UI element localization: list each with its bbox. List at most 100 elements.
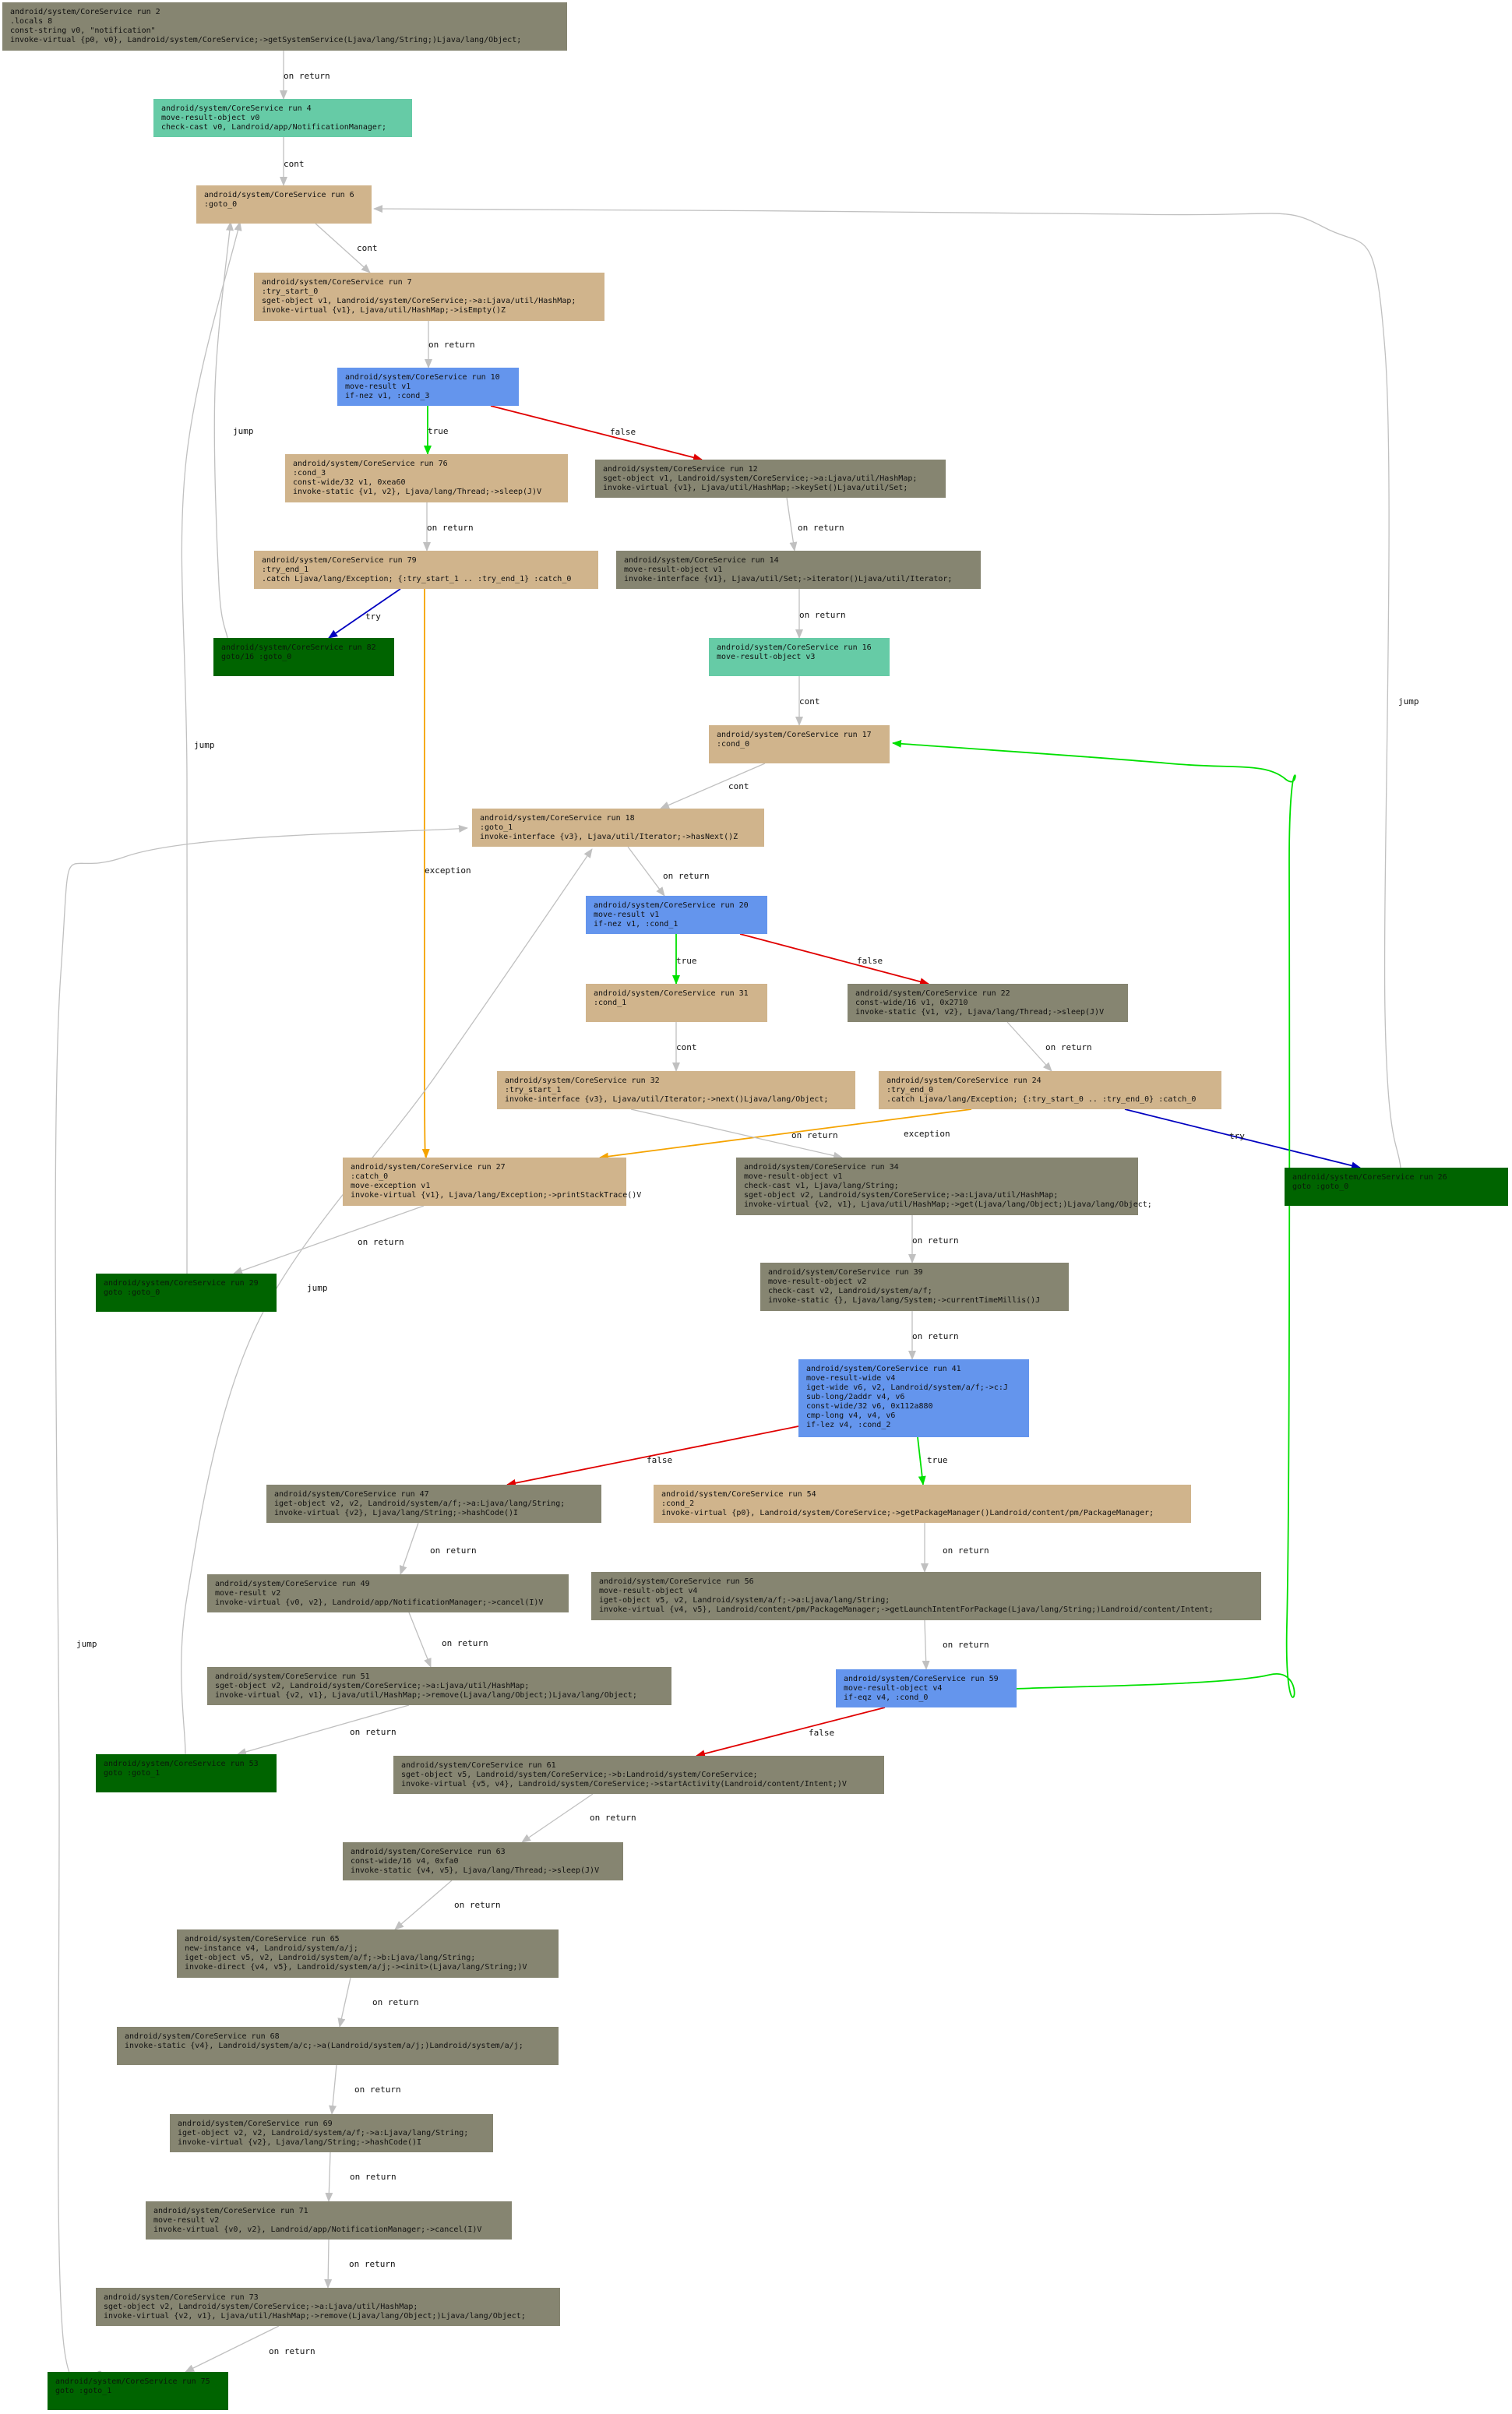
edge-n24-n26	[1124, 1108, 1361, 1170]
edge-label: jump	[307, 1283, 328, 1293]
node-code-line: iget-wide v6, v2, Landroid/system/a/f;->…	[806, 1383, 1008, 1392]
node-code-line: move-exception v1	[351, 1182, 431, 1190]
edge-label: on return	[350, 2172, 397, 2182]
node-code-line: const-string v0, "notification"	[10, 26, 156, 35]
node-code-line: iget-object v2, v2, Landroid/system/a/f;…	[178, 2129, 469, 2137]
edge-label: cont	[284, 159, 305, 169]
node-code-line: android/system/CoreService run 6	[204, 191, 354, 199]
node-code-line: check-cast v1, Ljava/lang/String;	[744, 1182, 899, 1190]
node-code-line: move-result-object v1	[624, 566, 723, 574]
node-code-line: :goto_1	[480, 823, 513, 832]
node-code-line: move-result-object v4	[599, 1587, 698, 1595]
node-code-line: move-result-object v4	[844, 1684, 943, 1693]
edge-n56-n59	[922, 1619, 930, 1670]
node-code-line: invoke-static {}, Ljava/lang/System;->cu…	[768, 1296, 1041, 1305]
node-code-line: android/system/CoreService run 34	[744, 1163, 899, 1172]
node-code-line: invoke-virtual {p0, v0}, Landroid/system…	[10, 36, 522, 44]
node-code-line: invoke-interface {v1}, Ljava/util/Set;->…	[624, 575, 953, 583]
node-code-line: android/system/CoreService run 68	[125, 2032, 280, 2041]
edge-label: cont	[676, 1042, 697, 1052]
edge-label: on return	[943, 1545, 989, 1556]
edge-label: on return	[1045, 1042, 1092, 1052]
edge-label: on return	[590, 1813, 636, 1823]
node-code-line: :try_end_1	[262, 566, 309, 574]
node-code-line: android/system/CoreService run 7	[262, 278, 412, 287]
edge-n49-n51	[408, 1612, 432, 1668]
node-code-line: android/system/CoreService run 79	[262, 556, 417, 565]
node-code-line: const-wide/16 v1, 0x2710	[855, 999, 968, 1007]
node-code-line: invoke-virtual {v2, v1}, Ljava/util/Hash…	[744, 1200, 1152, 1209]
node-code-line: android/system/CoreService run 53	[104, 1760, 259, 1768]
edge-label: cont	[357, 243, 378, 253]
edge-label: jump	[233, 426, 254, 436]
edge-label: on return	[454, 1900, 501, 1910]
edge-label: on return	[799, 610, 846, 620]
edge-n59-n61	[696, 1707, 886, 1758]
node-code-line: android/system/CoreService run 59	[844, 1675, 999, 1683]
edge-label: on return	[354, 2084, 401, 2095]
node-code-line: android/system/CoreService run 47	[274, 1490, 429, 1499]
node-code-line: :cond_1	[594, 999, 627, 1007]
node-code-line: android/system/CoreService run 18	[480, 814, 635, 823]
node-code-line: .catch Ljava/lang/Exception; {:try_start…	[262, 575, 572, 583]
node-code-line: const-wide/32 v1, 0xea60	[293, 478, 406, 487]
node-n24: android/system/CoreService run 24:try_en…	[879, 1071, 1221, 1109]
edge-label: try	[365, 611, 381, 622]
node-code-line: if-nez v1, :cond_3	[345, 392, 430, 400]
edge-n59-n17	[892, 739, 1296, 1698]
edge-label: jump	[1398, 696, 1419, 707]
edge-n73-n75	[185, 2325, 280, 2373]
node-code-line: :try_end_0	[886, 1086, 934, 1094]
node-n7: android/system/CoreService run 7:try_sta…	[254, 273, 604, 321]
node-code-line: android/system/CoreService run 54	[661, 1490, 816, 1499]
node-code-line: invoke-virtual {v2}, Ljava/lang/String;-…	[274, 1509, 519, 1517]
node-code-line: android/system/CoreService run 69	[178, 2120, 333, 2128]
node-code-line: android/system/CoreService run 10	[345, 373, 500, 382]
edge-label: jump	[76, 1639, 97, 1649]
node-code-line: android/system/CoreService run 14	[624, 556, 779, 565]
node-code-line: android/system/CoreService run 29	[104, 1279, 259, 1288]
node-n0: android/system/CoreService run 2.locals …	[2, 2, 567, 51]
edge-label: false	[647, 1455, 672, 1465]
edge-n20-n22	[739, 933, 929, 986]
node-code-line: invoke-virtual {v4, v5}, Landroid/conten…	[599, 1605, 1214, 1614]
node-code-line: android/system/CoreService run 75	[55, 2377, 210, 2386]
edge-label: on return	[912, 1235, 959, 1246]
node-code-line: invoke-virtual {v1}, Ljava/util/HashMap;…	[603, 484, 908, 492]
edge-n71-n73	[324, 2239, 333, 2289]
node-n18: android/system/CoreService run 18:goto_1…	[472, 809, 764, 847]
node-code-line: android/system/CoreService run 49	[215, 1580, 370, 1588]
edge-label: on return	[442, 1638, 488, 1648]
edge-label: true	[927, 1455, 948, 1465]
node-code-line: :try_start_0	[262, 287, 319, 296]
node-code-line: sget-object v2, Landroid/system/CoreServ…	[104, 2303, 418, 2311]
node-code-line: invoke-virtual {v2, v1}, Ljava/util/Hash…	[215, 1691, 637, 1700]
node-code-line: invoke-virtual {v2}, Ljava/lang/String;-…	[178, 2138, 422, 2147]
node-code-line: invoke-static {v4, v5}, Ljava/lang/Threa…	[351, 1866, 600, 1875]
node-n54: android/system/CoreService run 54:cond_2…	[654, 1485, 1191, 1523]
node-code-line: move-result v1	[345, 382, 411, 391]
edge-n41-n47	[506, 1425, 803, 1487]
edge-n10-n12	[490, 405, 703, 462]
node-code-line: android/system/CoreService run 22	[855, 989, 1010, 998]
node-code-line: android/system/CoreService run 73	[104, 2293, 259, 2302]
edge-n32-n34	[630, 1108, 843, 1160]
